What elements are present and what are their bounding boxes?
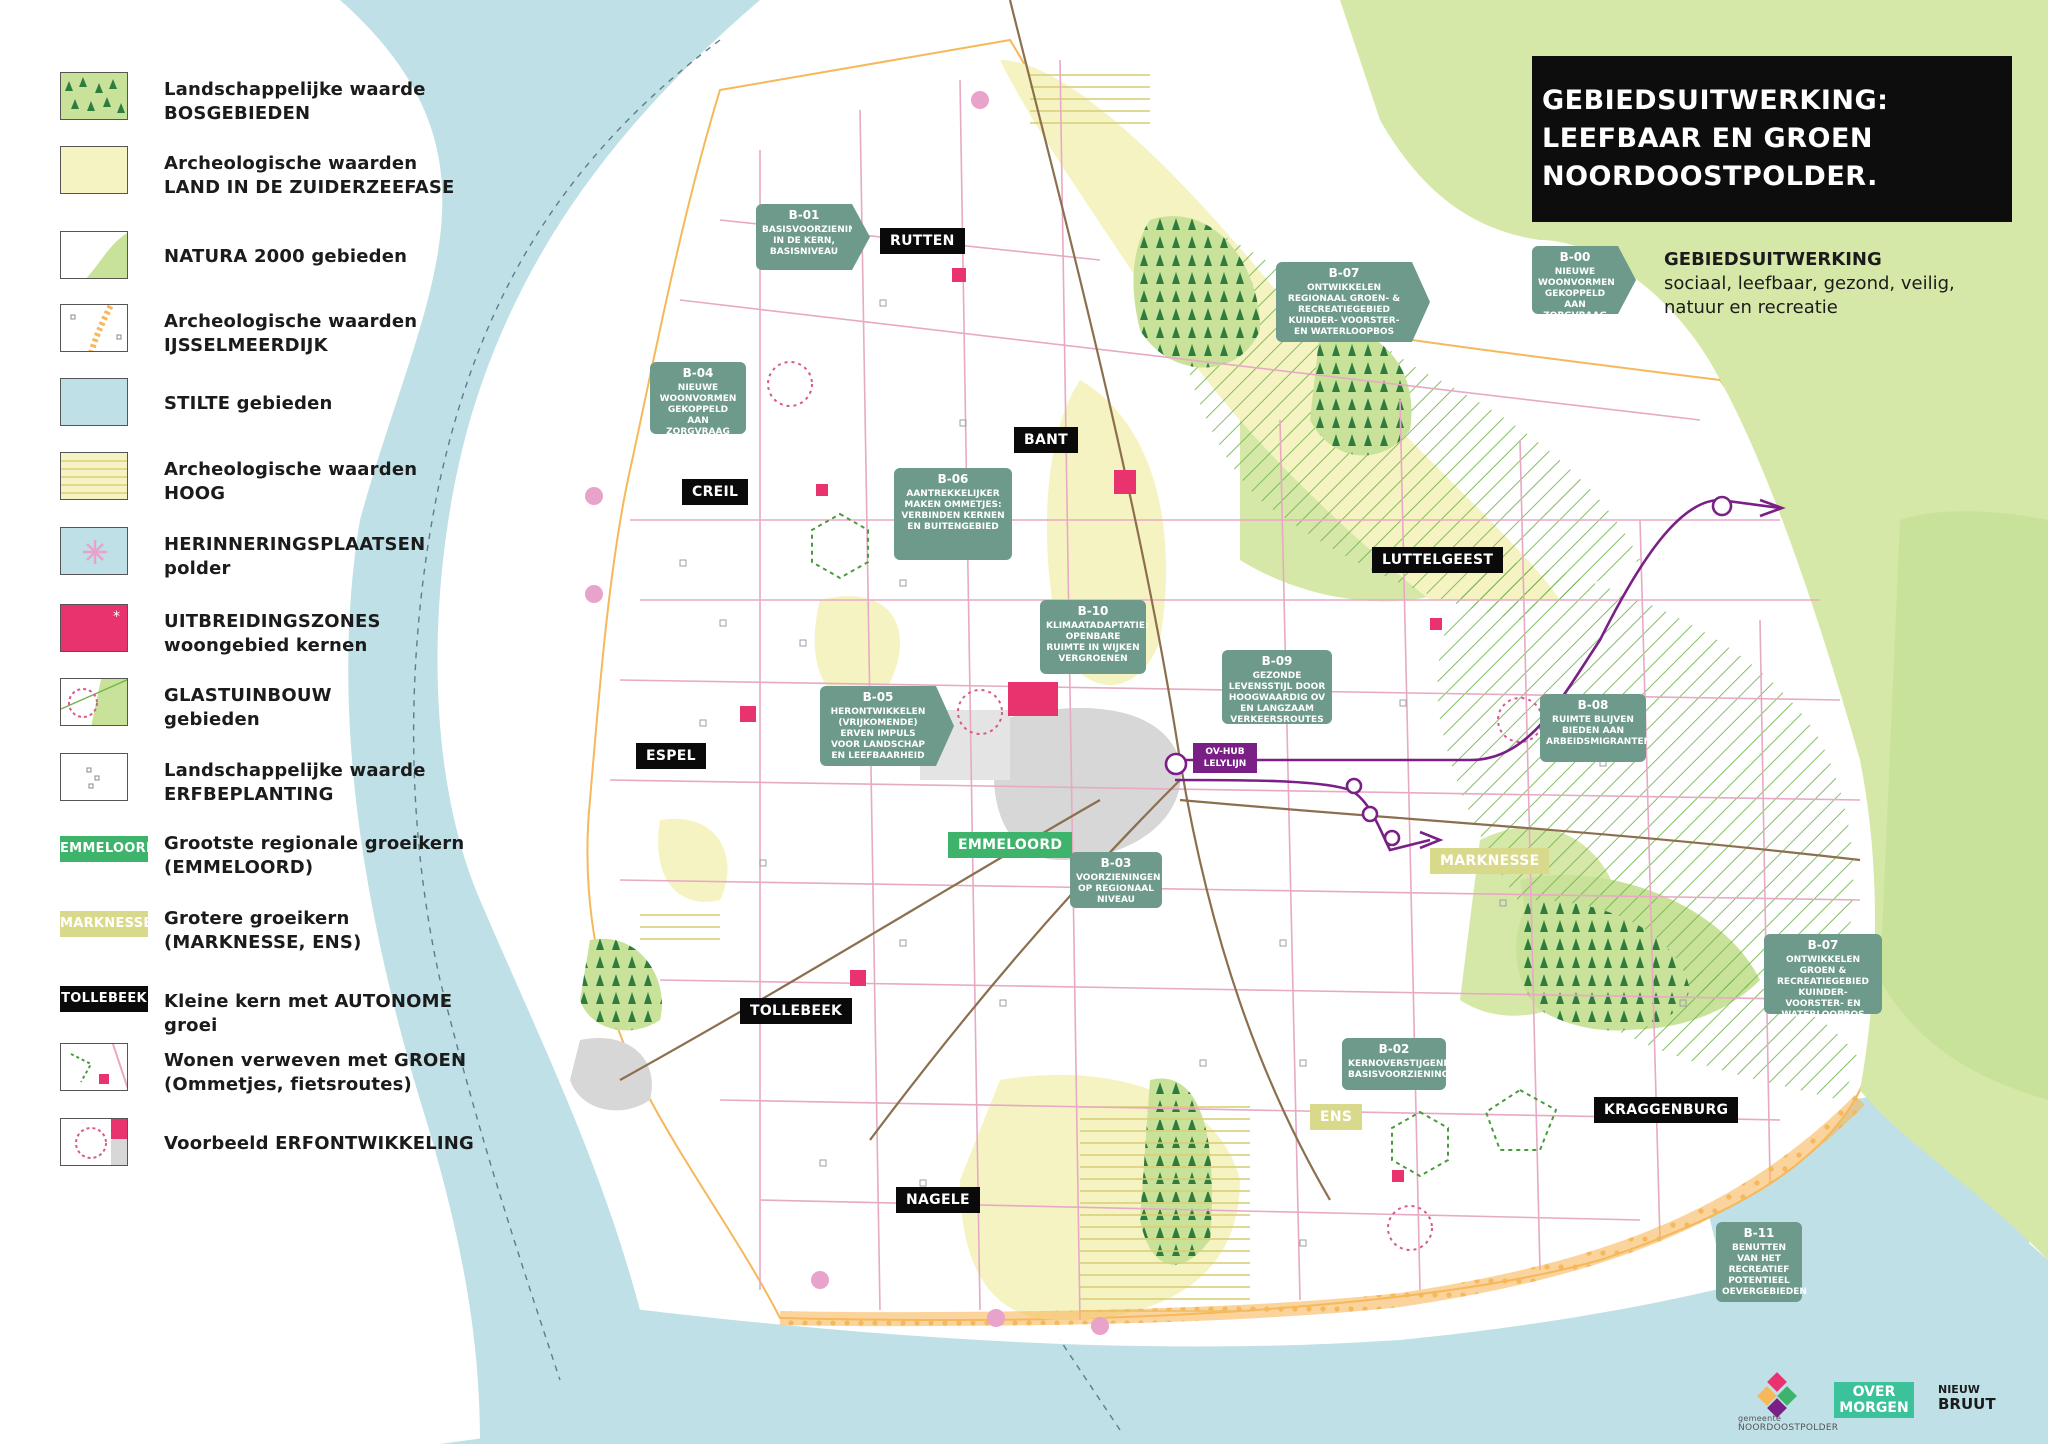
town-label-espel: ESPEL (636, 743, 706, 769)
town-label-bant: BANT (1014, 427, 1078, 453)
ov-lelylijn (1174, 498, 1781, 852)
town-label-marknesse: MARKNESSE (1430, 848, 1550, 874)
herinnering-markers (585, 91, 1109, 1335)
town-label-ens: ENS (1310, 1104, 1363, 1130)
map-title: GEBIEDSUITWERKING: LEEFBAAR EN GROEN NOO… (1532, 56, 2012, 222)
legend-swatch-ommetje (60, 1043, 128, 1091)
legend-swatch-stilte (60, 378, 128, 426)
legend-swatch-erfontw (60, 1118, 128, 1166)
gemeente-logo-text: gemeente NOORDOOSTPOLDER (1738, 1414, 1839, 1433)
legend-chip: EMMELOORD (60, 836, 157, 862)
subtitle-block: GEBIEDSUITWERKING sociaal, leefbaar, gez… (1664, 248, 1955, 320)
town-label-rutten: RUTTEN (880, 228, 965, 254)
town-label-luttelgeest: LUTTELGEEST (1372, 547, 1504, 573)
expansion-zones (740, 268, 1442, 1182)
legend-swatch-hoog (60, 452, 128, 500)
legend-label: STILTE gebieden (164, 393, 333, 414)
title-line-2: LEEFBAAR EN GROEN (1542, 123, 1873, 154)
legend-swatch-natura (60, 231, 128, 279)
legend-label: Grootste regionale groeikern(EMMELOORD) (164, 833, 465, 878)
gemeente-logo-icon (1757, 1372, 1797, 1418)
ommetjes (811, 512, 1558, 1178)
offshore-dashed (412, 39, 721, 1381)
town-label-kraggenburg: KRAGGENBURG (1594, 1097, 1739, 1123)
town-label-tollebeek: TOLLEBEEK (740, 998, 853, 1024)
ov-hub-label: OV-HUB LELYLIJN (1193, 743, 1257, 773)
subtitle-line-1: sociaal, leefbaar, gezond, veilig, (1664, 273, 1955, 294)
hoog-strip-2 (640, 910, 720, 950)
overmorgen-logo: OVER MORGEN (1834, 1382, 1914, 1418)
hatch-east (1437, 560, 1854, 1000)
svg-text:*: * (113, 609, 120, 625)
natura-2000-east (1340, 0, 2048, 1260)
legend-label: Kleine kern met AUTONOME groei (164, 991, 453, 1036)
nieuwbruut-logo: NIEUW BRUUT (1938, 1383, 1996, 1413)
legend-label: Wonen verweven met GROEN(Ommetjes, fiets… (164, 1050, 467, 1095)
legend-label: NATURA 2000 gebieden (164, 246, 408, 267)
subtitle-heading: GEBIEDSUITWERKING (1664, 249, 1882, 270)
title-line-1: GEBIEDSUITWERKING: (1542, 85, 1889, 116)
ketelmeer-water (560, 1200, 2048, 1444)
town-label-nagele: NAGELE (896, 1187, 980, 1213)
town-label-emmeloord: EMMELOORD (948, 832, 1073, 858)
subtitle-line-2: natuur en recreatie (1664, 297, 1838, 318)
legend-chip: MARKNESSE (60, 911, 152, 937)
legend-swatch-zuiderzee (60, 146, 128, 194)
town-label-creil: CREIL (682, 479, 749, 505)
legend-chip: TOLLEBEEK (60, 986, 148, 1012)
legend-label: Grotere groeikern(MARKNESSE, ENS) (164, 908, 362, 953)
ov-stops (1164, 495, 1733, 847)
legend-label: Voorbeeld ERFONTWIKKELING (164, 1133, 475, 1154)
legend-swatch-dijk (60, 304, 128, 352)
title-line-3: NOORDOOSTPOLDER. (1542, 161, 1878, 192)
legend-swatch-glas (60, 678, 128, 726)
ov-hub-line-1: OV-HUB (1205, 747, 1245, 757)
legend-swatch-forest (60, 72, 128, 120)
legend-swatch-erf (60, 753, 128, 801)
legend-swatch-uitbreiding: * (60, 604, 128, 652)
ov-hub-line-2: LELYLIJN (1203, 759, 1247, 769)
legend-swatch-herinnering (60, 527, 128, 575)
emmeloord-urban (993, 708, 1182, 860)
